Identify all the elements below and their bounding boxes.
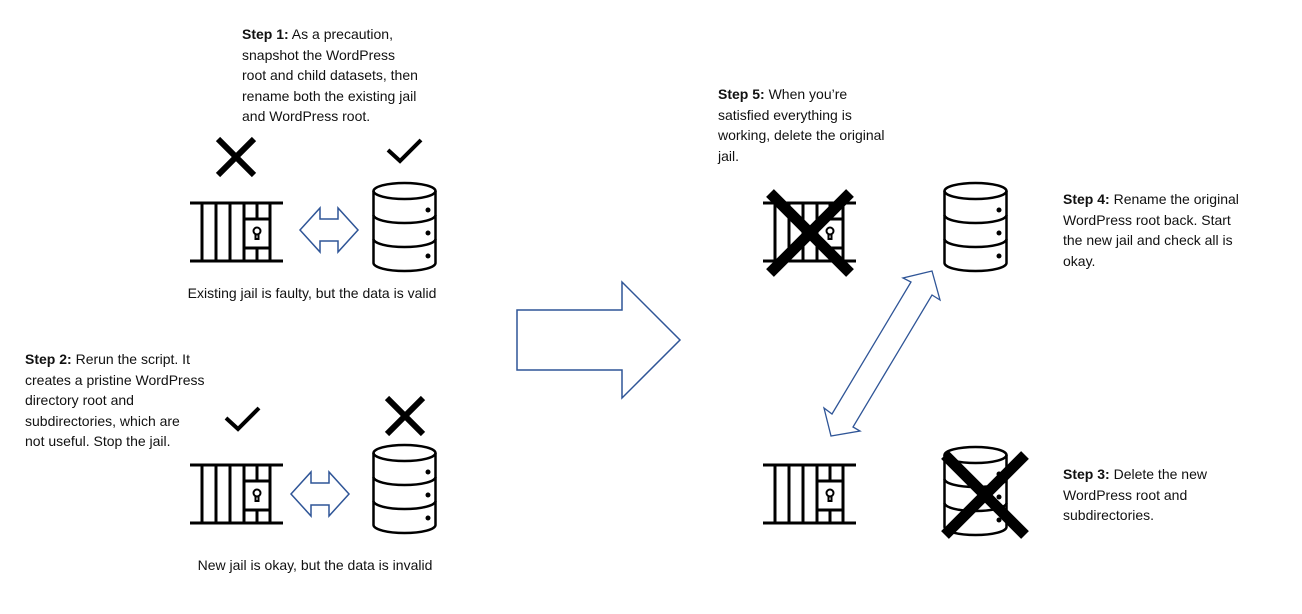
check-icon [224,406,261,431]
cross-icon [218,139,254,175]
step1-line: rename both the existing jail [242,87,417,104]
step4-label: Step 4: [1063,191,1110,207]
step3-line: Delete the new [1109,466,1207,482]
jail-icon [188,463,285,525]
step3-line: subdirectories. [1063,507,1155,523]
step1-line: snapshot the WordPress [242,46,396,63]
step4-line: okay. [1063,252,1096,269]
step4-text: Step 4: Rename the original WordPress ro… [1063,189,1239,271]
step3-line: WordPress root and [1063,486,1188,503]
database-icon [943,181,1008,273]
step5-text: Step 5: When you’re satisfied everything… [718,84,885,166]
step2-line: not useful. Stop the jail. [25,433,171,449]
step2-text: Step 2: Rerun the script. It creates a p… [25,349,204,452]
check-icon [386,138,423,163]
step5-line: working, delete the original [718,127,885,143]
cross-icon [945,455,1025,535]
step5-line: satisfied everything is [718,106,852,123]
step3-label: Step 3: [1063,466,1110,482]
database-icon [372,443,437,535]
step2-line: Rerun the script. It [71,351,190,367]
step4-line: WordPress root back. Start [1063,211,1231,228]
jail-icon [761,463,858,525]
step2-line: subdirectories, which are [25,412,180,429]
step3-text: Step 3: Delete the new WordPress root an… [1063,464,1207,526]
step2-label: Step 2: [25,351,72,367]
double-arrow-icon [290,471,350,517]
step1-text: Step 1: As a precaution, snapshot the Wo… [242,24,418,127]
caption-bottom: New jail is okay, but the data is invali… [197,557,433,573]
step1-line: root and child datasets, then [242,67,418,83]
step5-label: Step 5: [718,86,765,102]
step5-line: jail. [718,147,740,164]
double-arrow-icon [299,207,359,253]
step1-line: As a precaution, [288,26,393,42]
step2-line: creates a pristine WordPress [25,371,205,388]
step5-line: When you’re [764,86,848,102]
step4-line: the new jail and check all is [1063,232,1233,248]
step4-line: Rename the original [1109,191,1239,207]
diagonal-double-arrow-icon [822,270,942,437]
jail-icon [188,201,285,263]
step1-label: Step 1: [242,26,289,42]
right-arrow-icon [516,280,682,400]
cross-icon [387,398,423,434]
step1-line: and WordPress root. [242,108,371,124]
step2-line: directory root and [25,392,134,408]
caption-top: Existing jail is faulty, but the data is… [187,285,437,301]
database-icon [372,181,437,273]
